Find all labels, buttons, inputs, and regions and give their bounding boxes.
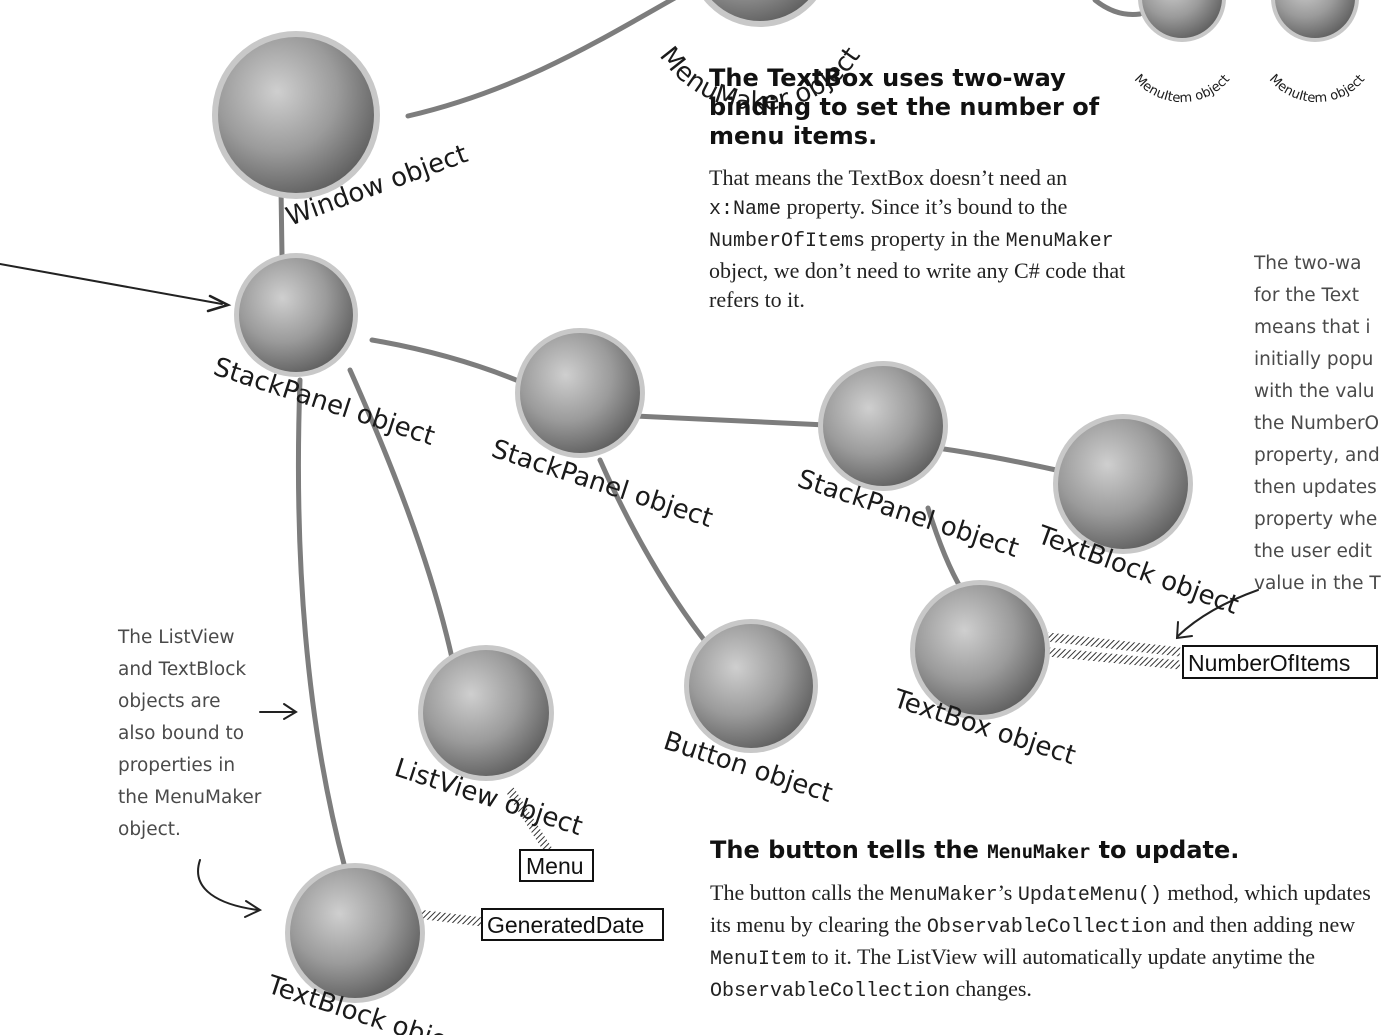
property-generateddate-label: GeneratedDate	[487, 912, 644, 938]
twoway-note-line: the NumberO	[1254, 413, 1380, 434]
label-menuitem-2: MenuItem object	[1266, 72, 1368, 107]
textbox-body-part-2: property. Since it’s bound to the	[781, 194, 1068, 219]
arrow-twoway-to-binding	[1177, 589, 1259, 637]
edge-window-stackpanel	[278, 185, 285, 259]
node-textblock-top[interactable]	[1053, 414, 1193, 554]
button-explanation: The button tells the MenuMaker to update…	[710, 836, 1380, 1028]
property-menu-label: Menu	[526, 853, 584, 879]
edge-stackpanel-mid-button	[597, 457, 715, 653]
button-body-part-1: The button calls the	[710, 880, 890, 905]
button-body-part-5: to it. The ListView will automatically u…	[806, 944, 1316, 969]
node-listview[interactable]	[418, 645, 554, 781]
textbox-body-part-1: That means the TextBox doesn’t need an	[709, 165, 1068, 190]
edge-stackpanel-mid-right	[612, 412, 829, 428]
bindings	[417, 632, 1181, 927]
twoway-note-line: then updates	[1254, 477, 1377, 498]
twoway-note: The two-wa for the Text means that i ini…	[1254, 248, 1383, 600]
binding-menu	[506, 787, 552, 853]
node-menumaker[interactable]	[688, 0, 832, 27]
listview-note-line: The ListView	[118, 627, 235, 648]
listview-note-line: also bound to	[118, 723, 245, 744]
twoway-note-line: for the Text	[1254, 285, 1359, 306]
node-stackpanel-right[interactable]	[818, 361, 948, 491]
arrow-note-to-listview-head	[283, 703, 298, 720]
button-code-observablecollection-1: ObservableCollection	[926, 916, 1167, 939]
twoway-note-line: with the valu	[1254, 381, 1375, 402]
node-textbox[interactable]	[910, 580, 1050, 720]
binding-generateddate	[417, 909, 483, 927]
textbox-body-part-3: property in the	[865, 226, 1006, 251]
button-heading-code: MenuMaker	[987, 841, 1091, 863]
arrows	[0, 263, 1259, 918]
edge-window-menumaker	[405, 0, 677, 119]
listview-note-line: and TextBlock	[118, 659, 247, 680]
label-menuitem-1: MenuItem object	[1131, 72, 1233, 107]
twoway-note-line: value in the T	[1254, 573, 1381, 594]
binding-numberofitems-b	[1047, 647, 1181, 670]
listview-note-line: object.	[118, 819, 181, 840]
edge-stackpanel-stackpanel-mid	[369, 337, 524, 385]
node-menuitem-1[interactable]	[1138, 0, 1226, 42]
twoway-note-line: means that i	[1254, 317, 1371, 338]
textbox-explanation: The TextBox uses two-way binding to set …	[709, 64, 1139, 314]
edge-menuitems	[1092, 0, 1143, 17]
edge-stackpanel-listview	[347, 367, 455, 661]
button-code-observablecollection-2: ObservableCollection	[710, 980, 951, 1003]
button-body-part-4: and then adding new	[1166, 912, 1356, 937]
arrow-into-stackpanel	[0, 263, 223, 305]
property-numberofitems-label: NumberOfItems	[1188, 650, 1350, 676]
twoway-note-line: property, and	[1254, 445, 1380, 466]
twoway-note-line: The two-wa	[1254, 253, 1362, 274]
textbox-body-part-4: object, we don’t need to write any C# co…	[709, 258, 1126, 312]
property-menu: Menu	[519, 849, 594, 882]
nodes	[212, 0, 1359, 1003]
button-code-updatemenu: UpdateMenu()	[1017, 884, 1162, 907]
edge-stackpanel-textblock-bottom	[295, 377, 348, 871]
listview-note-line: the MenuMaker	[118, 787, 262, 808]
button-code-menuitem: MenuItem	[710, 948, 807, 971]
arrow-note-to-textblock	[197, 859, 259, 911]
textbox-code-numberofitems: NumberOfItems	[709, 230, 866, 253]
binding-numberofitems-a	[1047, 632, 1181, 657]
twoway-note-line: the user edit	[1254, 541, 1372, 562]
property-boxes: NumberOfItems Menu GeneratedDate	[481, 645, 1378, 941]
node-button[interactable]	[684, 619, 818, 753]
listview-note-line: properties in	[118, 755, 236, 776]
node-menuitem-2[interactable]	[1271, 0, 1359, 42]
textbox-code-menumaker: MenuMaker	[1005, 230, 1114, 253]
listview-note-line: objects are	[118, 691, 221, 712]
textbox-body: That means the TextBox doesn’t need an x…	[709, 163, 1139, 314]
arrow-into-stackpanel-head	[206, 294, 232, 313]
button-code-menumaker: MenuMaker	[889, 884, 998, 907]
button-body-part-2: ’s	[997, 880, 1018, 905]
button-body-part-6: changes.	[950, 976, 1032, 1001]
button-heading-part-2: to update.	[1090, 836, 1240, 864]
button-heading-part-1: The button tells the	[710, 836, 988, 864]
property-numberofitems: NumberOfItems	[1182, 645, 1378, 679]
button-body-part-3: method, which updates its menu by cleari…	[710, 880, 1371, 937]
twoway-note-line: initially popu	[1254, 349, 1374, 370]
button-body: The button calls the MenuMaker’s UpdateM…	[710, 878, 1380, 1028]
textbox-heading: The TextBox uses two-way binding to set …	[709, 64, 1100, 150]
listview-note: The ListView and TextBlock objects are a…	[118, 622, 261, 846]
arrow-twoway-to-binding-head	[1175, 621, 1193, 640]
textbox-code-xname: x:Name	[709, 198, 782, 221]
button-heading: The button tells the MenuMaker to update…	[710, 836, 1380, 867]
twoway-note-line: property whe	[1254, 509, 1378, 530]
property-generateddate: GeneratedDate	[481, 908, 664, 941]
arrow-note-to-textblock-head	[244, 900, 263, 918]
node-window[interactable]	[212, 31, 380, 199]
node-textblock-bottom[interactable]	[285, 863, 425, 1003]
node-stackpanel-root[interactable]	[234, 253, 358, 377]
node-stackpanel-mid[interactable]	[515, 328, 645, 458]
